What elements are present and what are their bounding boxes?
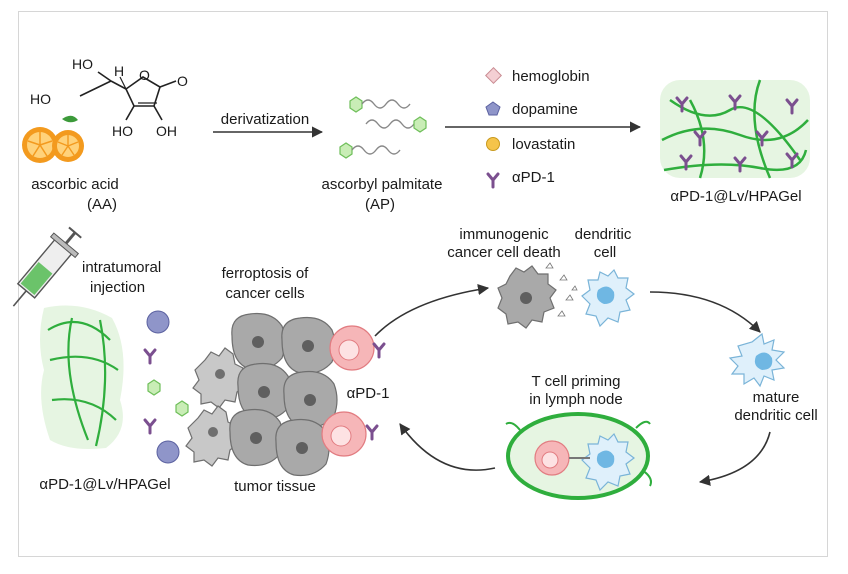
label-o-ring: O: [139, 67, 150, 83]
tcell-label-line2: in lymph node: [529, 391, 622, 408]
label-ho-left: HO: [30, 91, 51, 107]
orange-icon: [22, 115, 84, 163]
ap-particle: [175, 400, 189, 417]
dopamine-particle: [146, 310, 170, 334]
flow-arrow: [374, 283, 490, 337]
dendritic-cell: [581, 268, 635, 328]
tumor-tissue-label: tumor tissue: [234, 478, 316, 495]
legend-item-dopamine: dopamine: [485, 101, 578, 118]
ascorbyl-palmitate-molecules: [339, 96, 427, 159]
label-ho-top: HO: [72, 56, 93, 72]
label-h: H: [114, 63, 124, 79]
legend-label-dopamine: dopamine: [512, 101, 578, 118]
flow-arrow: [399, 423, 496, 471]
ascorbic-acid-structure: HO HO H O O HO OH: [30, 56, 188, 139]
tcell-label-line1: T cell priming: [532, 373, 621, 390]
circle-icon: [486, 137, 500, 151]
ap-particle: [147, 379, 161, 396]
diamond-icon: [485, 67, 502, 84]
legend-item-hemoglobin: hemoglobin: [485, 67, 590, 85]
ascorbic-acid-abbr: (AA): [87, 196, 117, 213]
syringe-icon: [12, 226, 82, 307]
dying-cancer-cell: [497, 262, 578, 329]
ascorbyl-palmitate-abbr: (AP): [365, 196, 395, 213]
legend-label-hemoglobin: hemoglobin: [512, 68, 590, 85]
legend-label-lovastatin: lovastatin: [512, 136, 575, 153]
mature-dendritic-cell: [728, 332, 786, 388]
legend-item-apd1: αPD-1: [486, 169, 555, 189]
hydrogel-network: [660, 79, 810, 179]
dendritic-label-line1: dendritic: [575, 226, 632, 243]
injection-label-line1: intratumoral: [82, 259, 161, 276]
injected-gel: [40, 305, 124, 449]
icd-label-line2: cancer cell death: [447, 244, 560, 261]
gel-product-label: αPD-1@Lv/HPAGel: [670, 188, 801, 205]
label-ho-bottom: HO: [112, 123, 133, 139]
legend: hemoglobin dopamine lovastatin αPD-1: [485, 67, 590, 189]
injection-label-line2: injection: [90, 279, 145, 296]
legend-label-apd1: αPD-1: [512, 169, 555, 186]
ascorbyl-palmitate-label: ascorbyl palmitate: [322, 176, 443, 193]
icd-label-line1: immunogenic: [459, 226, 549, 243]
flow-arrow: [649, 291, 761, 333]
dopamine-particle: [156, 440, 180, 464]
ascorbic-acid-label: ascorbic acid: [31, 176, 119, 193]
flow-arrow: [698, 431, 771, 486]
tumor-tissue: [185, 312, 386, 477]
antibody-icon: [486, 172, 500, 189]
ferroptosis-label-line2: cancer cells: [225, 285, 304, 302]
mature-dc-label-line1: mature: [753, 389, 800, 406]
legend-item-lovastatin: lovastatin: [486, 136, 575, 153]
dendritic-label-line2: cell: [594, 244, 617, 261]
mature-dc-label-line2: dendritic cell: [734, 407, 817, 424]
derivatization-label: derivatization: [221, 111, 309, 128]
ferroptosis-label-line1: ferroptosis of: [222, 265, 310, 282]
gel-bottom-label: αPD-1@Lv/HPAGel: [39, 476, 170, 493]
lymph-node: [505, 412, 652, 500]
label-oh-bottom: OH: [156, 123, 177, 139]
apd1-label: αPD-1: [347, 385, 390, 402]
pentagon-icon: [485, 101, 501, 116]
label-o-carbonyl: O: [177, 73, 188, 89]
